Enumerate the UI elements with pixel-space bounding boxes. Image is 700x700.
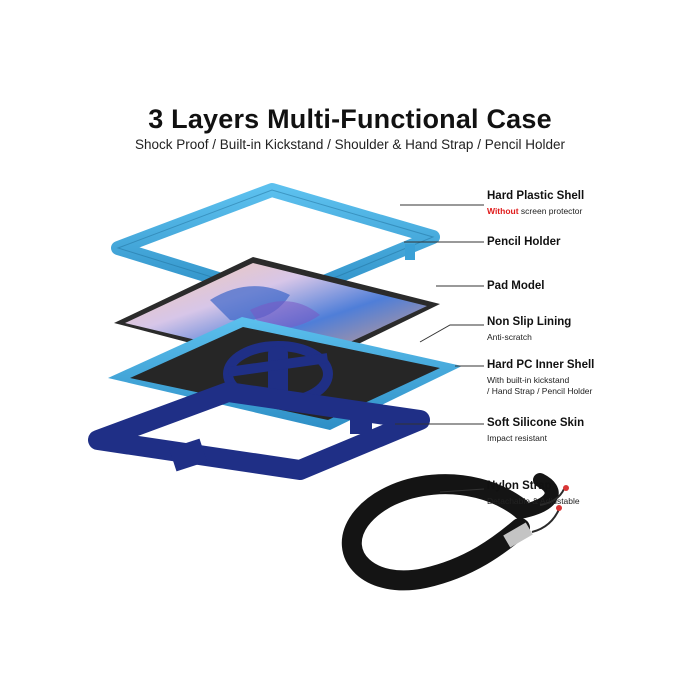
nylon-strap (341, 473, 569, 591)
label-description: Detachable & Adjustable (487, 496, 580, 506)
label-non-slip-lining: Non Slip Lining Anti-scratch (487, 316, 571, 343)
page-title: 3 Layers Multi-Functional Case (148, 104, 552, 134)
page-subtitle: Shock Proof / Built-in Kickstand / Shoul… (135, 137, 565, 152)
label-hard-plastic-shell: Hard Plastic Shell Without screen protec… (487, 190, 584, 217)
label-description: Anti-scratch (487, 332, 532, 342)
label-pencil-holder: Pencil Holder (487, 236, 561, 248)
label-hard-pc-inner-shell: Hard PC Inner Shell With built-in kickst… (487, 359, 594, 397)
hard-pc-inner-shell (108, 317, 462, 430)
label-nylon-strap: Nylon Strap Detachable & Adjustable (487, 480, 580, 507)
label-pad-model: Pad Model (487, 280, 545, 292)
label-soft-silicone-skin: Soft Silicone Skin Impact resistant (487, 417, 584, 444)
soft-silicone-skin (88, 382, 430, 480)
label-heading: Hard Plastic Shell (487, 190, 585, 202)
leader-lines (395, 204, 485, 493)
label-heading: Pad Model (487, 280, 545, 292)
label-heading: Pencil Holder (487, 236, 561, 248)
label-description: Impact resistant (487, 433, 547, 443)
warning-text: Without (487, 206, 519, 216)
label-description-line-2: / Hand Strap / Pencil Holder (487, 386, 593, 396)
label-description-text: screen protector (518, 206, 583, 216)
label-description: With built-in kickstand (487, 375, 570, 385)
label-heading: Hard PC Inner Shell (487, 359, 595, 371)
label-heading: Nylon Strap (487, 480, 552, 492)
label-description: Without screen protector (487, 206, 584, 217)
label-heading: Non Slip Lining (487, 316, 572, 328)
label-heading: Soft Silicone Skin (487, 417, 585, 429)
